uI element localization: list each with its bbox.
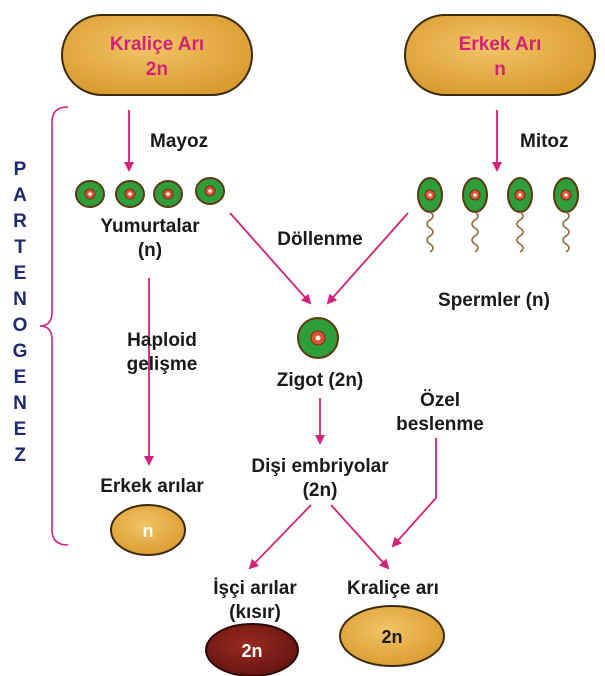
letter: R [13,211,27,232]
eggs-label-line2: (n) [138,240,162,261]
zygote-label: Zigot (2n) [277,370,364,391]
letter: O [13,315,28,336]
haploid-label-line2: gelişme [127,354,198,375]
worker-bees-label-line1: İşçi arılar [213,578,297,599]
arrow-embryo-to-worker [248,504,312,570]
egg-cell [115,180,145,208]
arrow-embryo-to-queen [330,504,390,570]
labels: Mayoz Mitoz Yumurtalar (n) Döllenme Sper… [100,131,568,623]
flow-arrows [124,110,502,570]
mitosis-label: Mitoz [520,131,569,152]
special-feeding-label-line1: Özel [420,390,460,411]
letter: E [14,419,27,440]
zygote-cell [297,317,339,359]
letter: N [13,289,27,310]
egg-cell [153,180,183,208]
arrow-eggs-to-zygote [229,212,312,305]
drone-title: Erkek Arı [459,34,542,55]
sperm-cell [417,177,443,253]
sperm-label: Spermler (n) [438,290,550,311]
letter: T [14,237,26,258]
drone-parent: Erkek Arı n [404,14,596,96]
queen-offspring-ploidy: 2n [381,627,402,647]
haploid-label-line1: Haploid [127,330,197,351]
letter: E [14,367,27,388]
worker-bee-ploidy: 2n [241,641,262,661]
meiosis-label: Mayoz [150,131,208,152]
arrow-special-feeding [391,497,437,548]
sperm-cells [417,177,579,253]
worker-bee-oval: 2n [205,623,299,676]
queen-offspring-label: Kraliçe arı [347,578,439,599]
queen-parent: Kraliçe Arı 2n [61,14,253,96]
male-bee-oval: n [110,504,186,556]
embryo-label-line1: Dişi embriyolar [251,456,389,477]
queen-ploidy: 2n [146,59,168,80]
male-bee-ploidy: n [143,521,154,541]
eggs-label-line1: Yumurtalar [100,216,200,237]
worker-bees-label-line2: (kısır) [229,602,281,623]
sperm-cell [507,177,533,253]
queen-title: Kraliçe Arı [110,34,204,55]
sperm-cell [553,177,579,253]
drone-ploidy: n [494,59,506,80]
arrow-sperm-to-zygote [326,212,409,305]
parthenogenesis-bracket [39,106,69,546]
letter: Z [14,445,26,466]
parthenogenesis-letters: P A R T E N O G E N E Z [13,159,28,466]
special-feeding-label-line2: beslenme [396,414,484,435]
egg-cell [195,177,225,205]
letter: G [13,341,28,362]
queen-offspring-oval: 2n [339,605,445,667]
embryo-label-line2: (2n) [303,480,338,501]
egg-cells [75,177,225,208]
fertilization-label: Döllenme [277,229,363,250]
egg-cell [75,180,105,208]
sperm-cell [462,177,488,253]
male-bees-label: Erkek arılar [100,476,204,497]
letter: E [14,263,27,284]
letter: N [13,393,27,414]
letter: A [13,185,27,206]
letter: P [14,159,27,180]
